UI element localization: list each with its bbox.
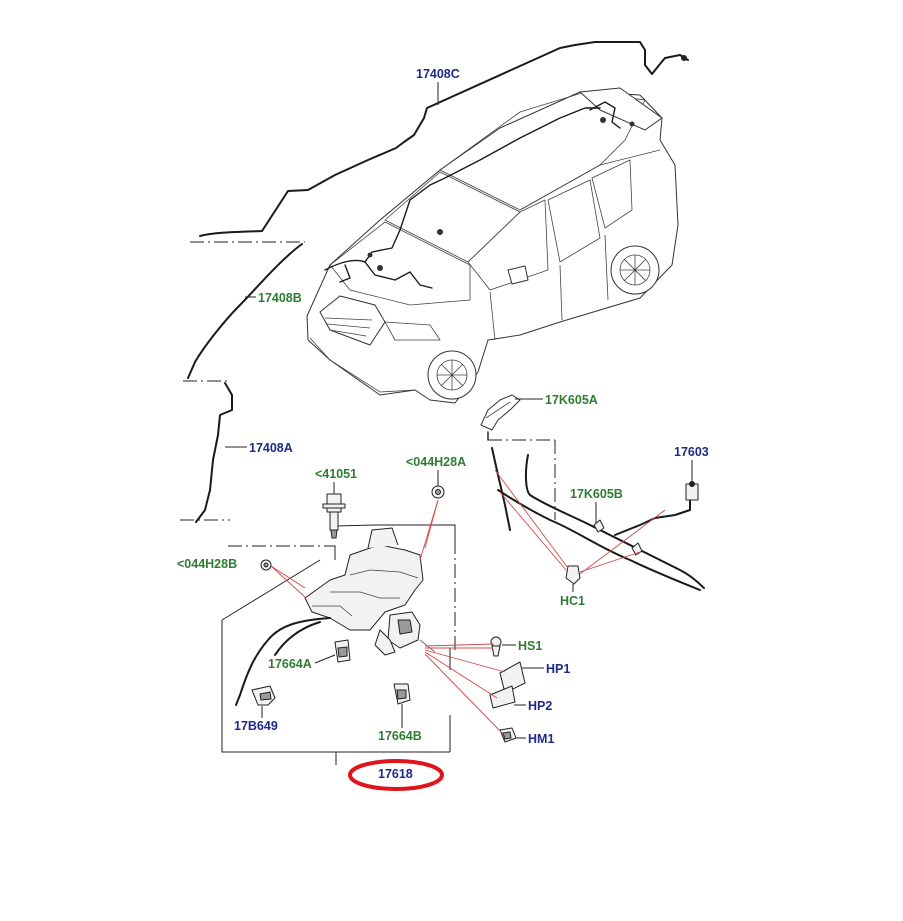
headlamp-washer-hose-17k605 bbox=[480, 394, 705, 591]
label-hc1: HC1 bbox=[560, 594, 585, 608]
label-17k605a: 17K605A bbox=[545, 393, 598, 407]
screw-hs1 bbox=[490, 636, 502, 657]
label-17408c: 17408C bbox=[416, 67, 460, 81]
vehicle-illustration bbox=[306, 87, 679, 404]
bracket-hp2 bbox=[489, 685, 516, 709]
washer-pump-17664b bbox=[393, 683, 411, 705]
label-17k605b: 17K605B bbox=[570, 487, 623, 501]
label-17408a: 17408A bbox=[249, 441, 293, 455]
label-17b649: 17B649 bbox=[234, 719, 278, 733]
washer-pump-17664a bbox=[334, 639, 351, 663]
label-044h28b: <044H28B bbox=[177, 557, 237, 571]
label-17408b: 17408B bbox=[258, 291, 302, 305]
label-hs1: HS1 bbox=[518, 639, 542, 653]
grommet-044h28b bbox=[260, 559, 272, 571]
highlight-ring-17618 bbox=[348, 759, 444, 791]
washer-reservoir-tank bbox=[304, 527, 436, 656]
label-17664b: 17664B bbox=[378, 729, 422, 743]
hose-17408a bbox=[195, 382, 233, 523]
level-sensor-41051 bbox=[322, 493, 346, 539]
label-044h28a: <044H28A bbox=[406, 455, 466, 469]
break-line-upper bbox=[180, 241, 305, 521]
label-hp1: HP1 bbox=[546, 662, 570, 676]
sensor-17b649 bbox=[251, 685, 276, 706]
reservoir-hoses bbox=[235, 617, 331, 706]
hose-17408b bbox=[187, 243, 303, 379]
label-17618: 17618 bbox=[378, 767, 413, 781]
label-41051: <41051 bbox=[315, 467, 357, 481]
clip-hc1 bbox=[565, 565, 581, 585]
washer-reservoir-assembly-frame bbox=[221, 524, 456, 765]
labels: 17408C 17408B 17408A 17K605A 17603 17K60… bbox=[177, 67, 709, 781]
grommet-044h28a bbox=[431, 485, 445, 499]
grommet-hm1 bbox=[499, 727, 517, 743]
hose-17408c bbox=[199, 41, 689, 237]
label-hp2: HP2 bbox=[528, 699, 552, 713]
label-hm1: HM1 bbox=[528, 732, 554, 746]
label-17603: 17603 bbox=[674, 445, 709, 459]
leader-lines bbox=[270, 469, 666, 735]
bracket-hp1 bbox=[499, 661, 526, 694]
label-17664a: 17664A bbox=[268, 657, 312, 671]
